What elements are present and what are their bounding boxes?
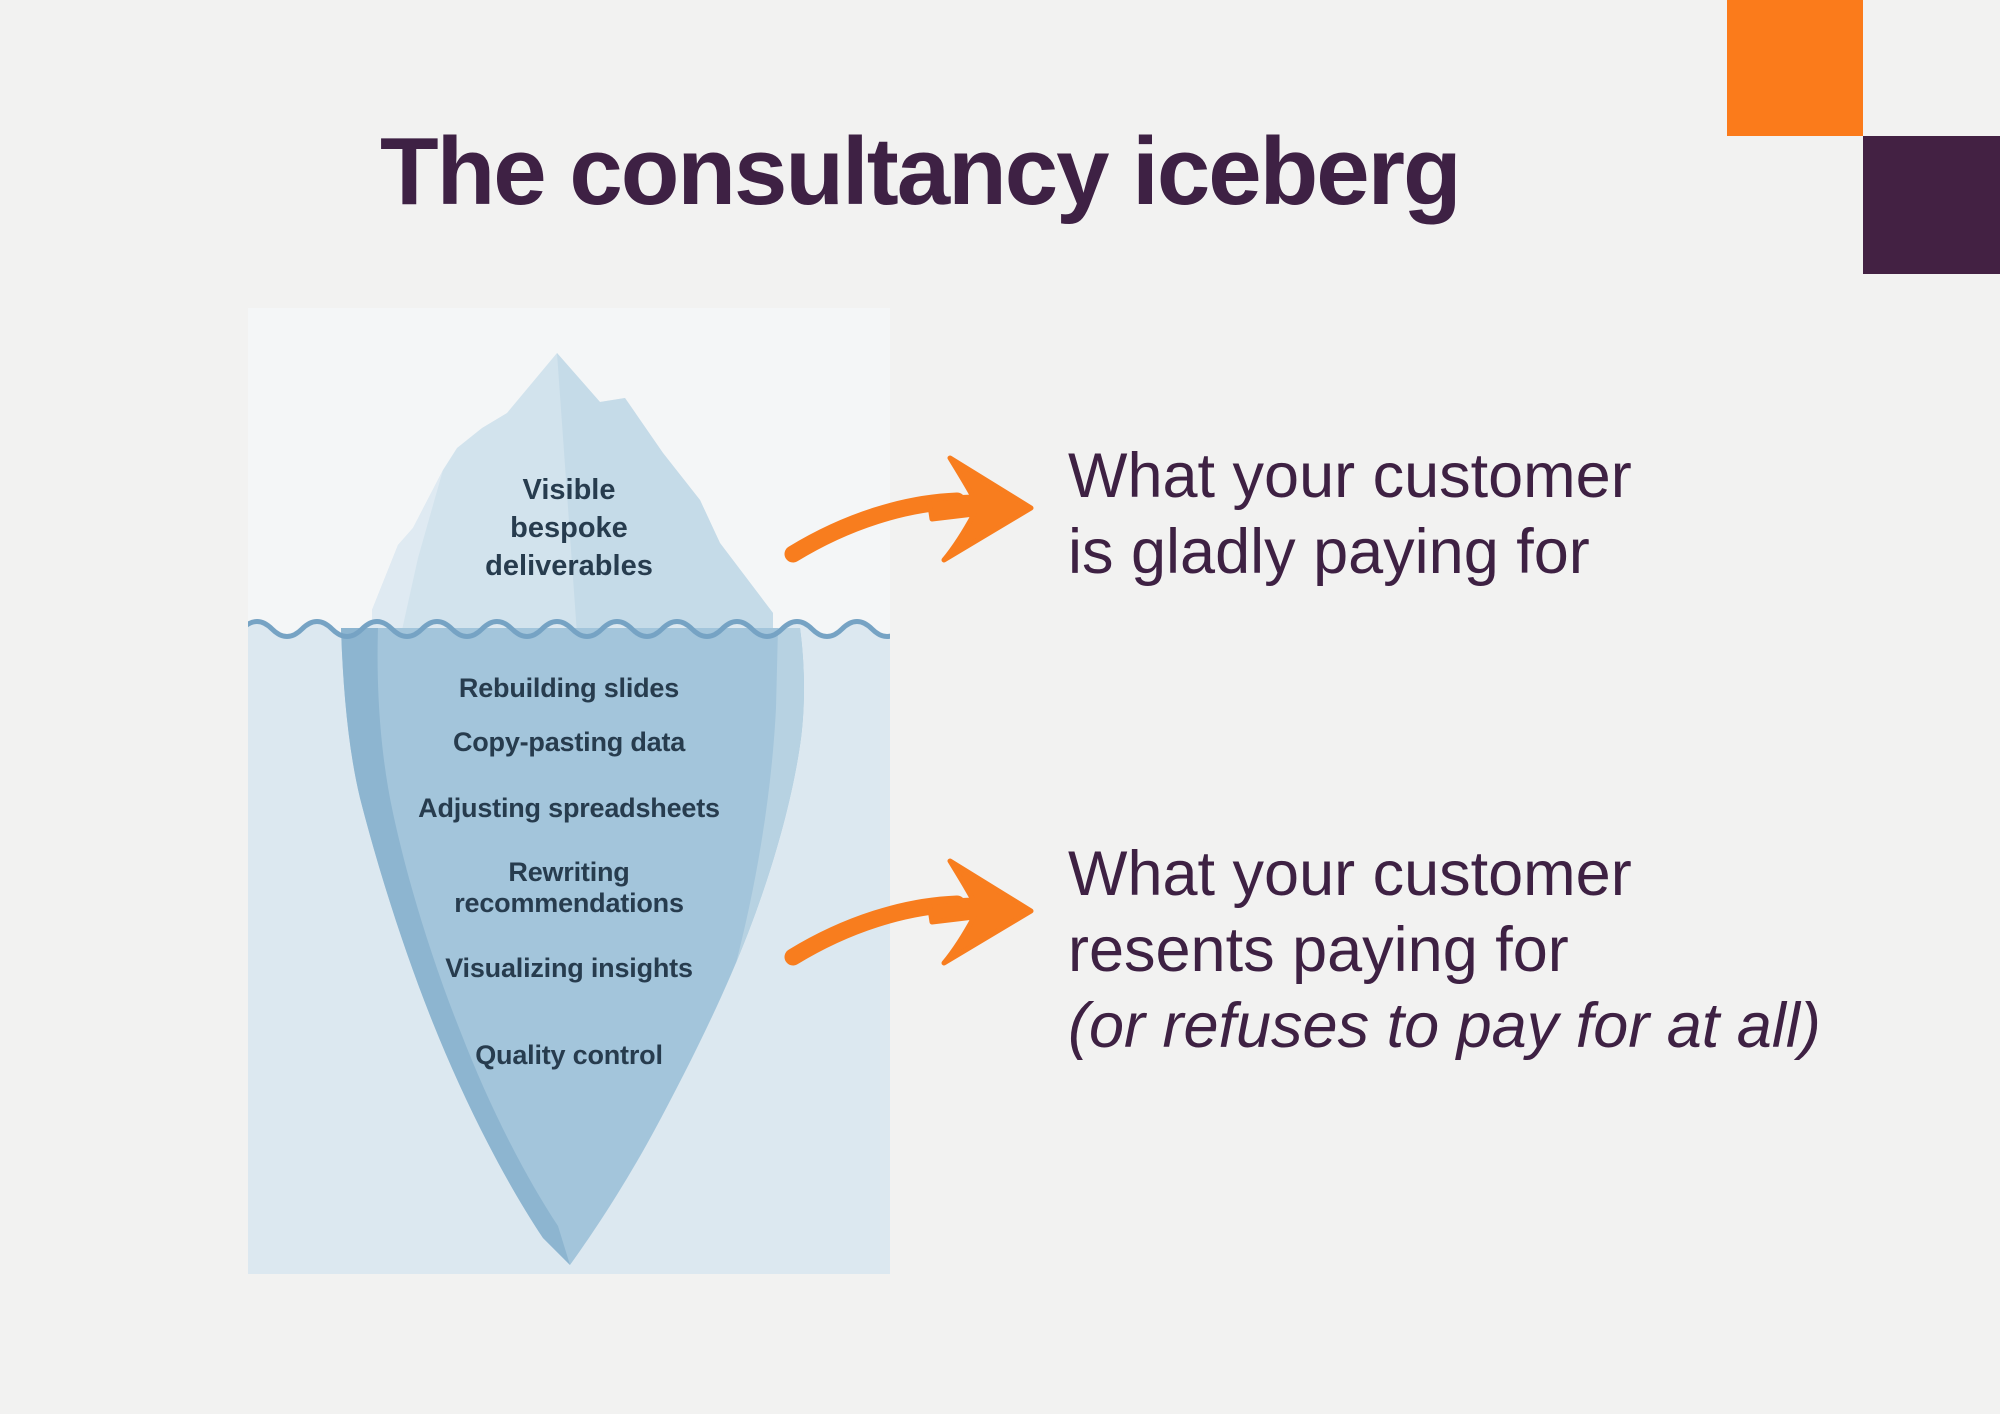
label-visualizing-insights: Visualizing insights xyxy=(445,953,693,983)
iceberg-below-left-facet xyxy=(341,628,570,1265)
annotation-resents-paying: What your customer resents paying for (o… xyxy=(1068,836,1821,1064)
label-copy-pasting-data: Copy-pasting data xyxy=(452,727,686,757)
iceberg-above-left-facet xyxy=(372,470,443,648)
annotation-line-italic: (or refuses to pay for at all) xyxy=(1068,991,1821,1061)
annotation-line: What your customer xyxy=(1068,839,1632,909)
iceberg-below-water xyxy=(341,628,804,1265)
arrow-top-icon xyxy=(784,455,1034,563)
label-rebuilding-slides: Rebuilding slides xyxy=(458,673,680,703)
page-title: The consultancy iceberg xyxy=(380,118,1462,225)
decor-orange-square xyxy=(1727,0,1863,136)
annotation-line: is gladly paying for xyxy=(1068,517,1590,587)
iceberg-above-right-facet xyxy=(557,353,773,648)
annotation-line: What your customer xyxy=(1068,441,1632,511)
label-rewriting-recommendations: Rewriting recommendations xyxy=(454,857,684,918)
decor-purple-square xyxy=(1863,136,2000,274)
label-adjusting-spreadsheets: Adjusting spreadsheets xyxy=(418,793,720,823)
annotation-gladly-paying: What your customer is gladly paying for xyxy=(1068,438,1632,590)
arrow-bottom-icon xyxy=(784,858,1034,966)
annotation-line: resents paying for xyxy=(1068,915,1569,985)
waterline xyxy=(248,619,890,639)
iceberg-graphic xyxy=(248,308,890,1274)
label-quality-control: Quality control xyxy=(475,1040,663,1070)
iceberg-below-right-facet xyxy=(736,628,804,963)
iceberg-illustration: Visible bespoke deliverables Rebuilding … xyxy=(248,308,890,1274)
label-visible-bespoke-deliverables: Visible bespoke deliverables xyxy=(485,474,653,582)
